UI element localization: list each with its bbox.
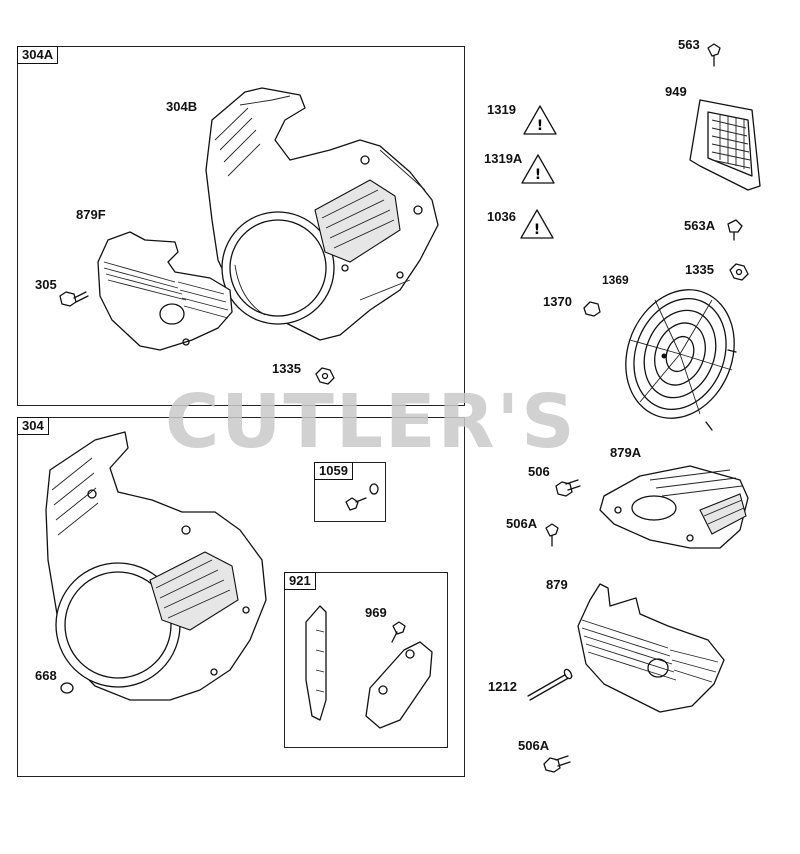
label-949: 949: [665, 84, 687, 99]
label-1335-right: 1335: [685, 262, 714, 277]
label-879A: 879A: [610, 445, 642, 460]
screw-1059: [345, 483, 379, 511]
label-1036: 1036: [487, 209, 516, 224]
screw-563: [707, 43, 721, 67]
label-506: 506: [528, 464, 550, 479]
nut-1335-right: [729, 263, 749, 281]
box-tag-304A: 304A: [17, 46, 59, 64]
label-969: 969: [365, 605, 387, 620]
screw-1370: [583, 301, 601, 317]
label-563A: 563A: [684, 218, 716, 233]
label-1370: 1370: [543, 294, 572, 309]
blower-housing-304b: [205, 87, 439, 341]
label-563: 563: [678, 37, 700, 52]
bolt-506A-lower: [543, 755, 571, 773]
screw-563A: [727, 219, 743, 241]
screw-506A-upper: [545, 523, 559, 547]
label-879: 879: [546, 577, 568, 592]
warning-label-1319A: !: [521, 154, 555, 184]
label-668: 668: [35, 668, 57, 683]
group-frame-304A: [17, 46, 465, 406]
box-tag-304: 304: [17, 417, 49, 435]
blower-housing-304: [45, 431, 267, 701]
warning-label-1319: !: [523, 105, 557, 135]
label-1319: 1319: [487, 102, 516, 117]
watermark-text: CUTLER'S: [165, 379, 577, 465]
label-1369: 1369: [602, 273, 629, 287]
label-304B: 304B: [166, 99, 198, 114]
fan-guard-1369: [625, 289, 737, 431]
screen-949: [689, 99, 761, 191]
cover-879a: [599, 465, 749, 549]
box-tag-921: 921: [284, 572, 316, 590]
cover-879: [577, 583, 725, 713]
warning-label-1036: !: [520, 209, 554, 239]
label-879F: 879F: [76, 207, 106, 222]
nut-1335-top: [315, 367, 335, 385]
box-tag-1059: 1059: [314, 462, 353, 480]
bolt-305: [59, 291, 89, 307]
svg-text:!: !: [535, 167, 541, 183]
label-506A-lower: 506A: [518, 738, 550, 753]
group-frame-304: [17, 417, 465, 777]
group-frame-921: [284, 572, 448, 748]
plug-668: [60, 682, 74, 694]
label-1319A: 1319A: [484, 151, 523, 166]
bolt-506: [555, 479, 581, 497]
cover-879f: [97, 231, 233, 351]
svg-text:!: !: [537, 118, 543, 134]
pin-1212: [527, 668, 573, 701]
label-506A-upper: 506A: [506, 516, 538, 531]
label-1212: 1212: [488, 679, 517, 694]
svg-text:!: !: [534, 222, 540, 238]
label-305: 305: [35, 277, 57, 292]
label-1335-top: 1335: [272, 361, 301, 376]
seal-kit-921: [305, 605, 433, 729]
